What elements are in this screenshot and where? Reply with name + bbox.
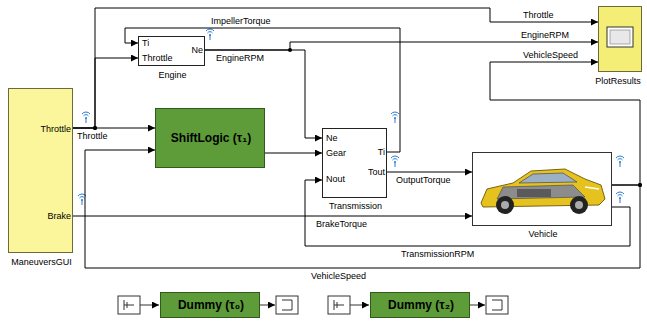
port-name: Ti — [142, 38, 172, 49]
car-illustration — [473, 153, 611, 225]
signal-label: VehicleSpeed — [522, 50, 579, 61]
signal-label: ImpellerTorque — [210, 16, 272, 27]
port-name: Throttle — [142, 53, 187, 64]
subsystem-block: ShiftLogic (τ₁) — [155, 108, 265, 168]
signal-label: BrakeTorque — [315, 219, 368, 230]
block-name: PlotResults — [593, 76, 643, 87]
port-name: Tout — [355, 167, 385, 178]
subsystem-block: Dummy (τ₀) — [160, 292, 260, 318]
signal-line — [73, 58, 138, 128]
block-title: ShiftLogic (τ₁) — [156, 131, 266, 145]
junction-dot — [93, 126, 97, 130]
port-name: Ne — [179, 45, 203, 56]
signal-label: OutputTorque — [395, 175, 452, 186]
vehicle-block: Vehicle — [472, 152, 612, 226]
block-name: ManeuversGUI — [0, 257, 84, 268]
signal-line — [205, 42, 598, 50]
engine-block: TiThrottleNeEngine — [138, 36, 205, 66]
transmission-block: NeGearNoutTiToutTransmission — [322, 128, 387, 198]
signal-label: Throttle — [522, 10, 555, 21]
signal-label: EngineRPM — [520, 30, 570, 41]
port-name: Gear — [326, 148, 356, 159]
signal-line — [265, 153, 322, 154]
junction-dot — [288, 48, 292, 52]
signal-label: TransmissionRPM — [400, 249, 475, 260]
port-name: Ti — [355, 147, 385, 158]
signal-line — [387, 172, 472, 173]
scope-block: PlotResults — [598, 6, 642, 72]
junction-dot — [638, 183, 642, 187]
gui-block: ThrottleBrakeManeuversGUI — [8, 88, 73, 253]
subsystem-block: Dummy (τ₂) — [370, 292, 470, 318]
junction-dot — [93, 126, 97, 130]
port-name: Throttle — [11, 124, 71, 135]
block-title: Dummy (τ₀) — [161, 298, 261, 312]
block-title: Dummy (τ₂) — [371, 298, 471, 312]
port-name: Brake — [11, 211, 71, 222]
block-name: Transmission — [308, 201, 403, 212]
port-name: Ne — [326, 133, 356, 144]
block-name: Vehicle — [473, 229, 613, 240]
source-symbol — [118, 296, 369, 314]
signal-label: Throttle — [76, 131, 109, 142]
scope-icon — [599, 7, 641, 71]
block-name: Engine — [129, 70, 216, 81]
signal-label: EngineRPM — [215, 53, 265, 64]
signal-line — [73, 8, 598, 128]
port-name: Nout — [326, 174, 356, 185]
junction-dot — [638, 183, 642, 187]
signal-label: VehicleSpeed — [310, 271, 367, 282]
signal-line — [73, 216, 472, 217]
